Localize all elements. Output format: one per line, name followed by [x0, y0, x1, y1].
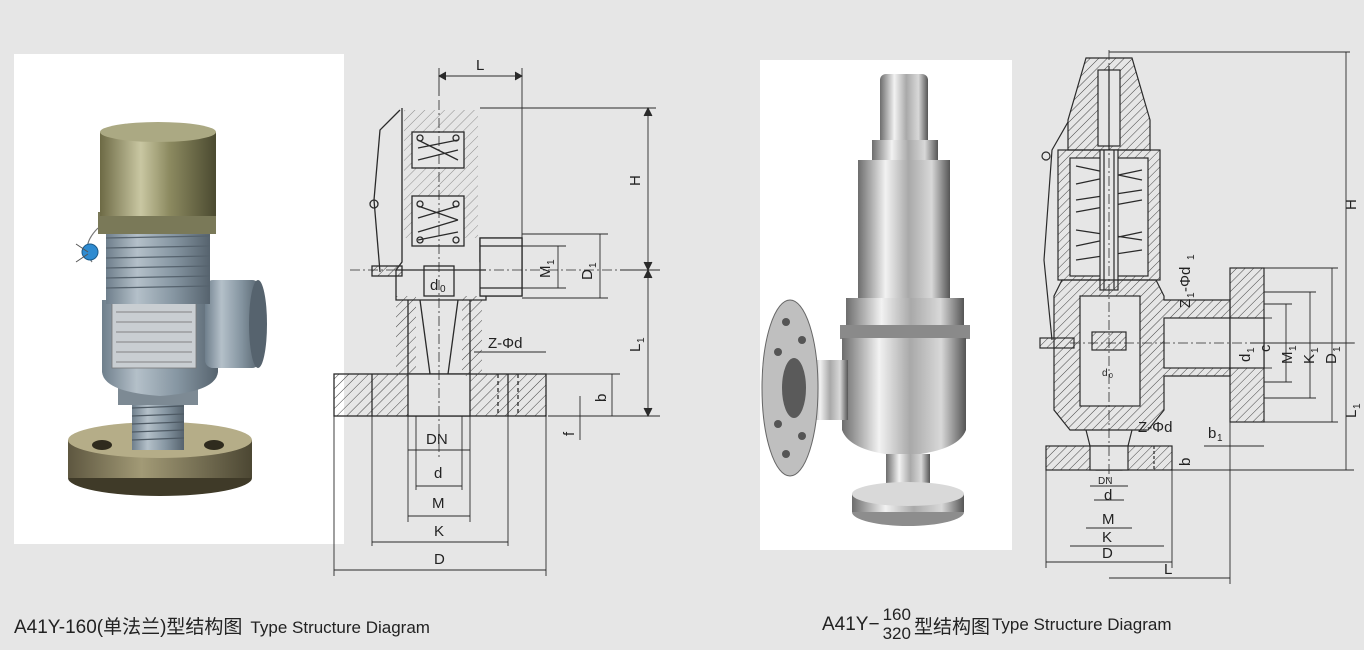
- dim-H: H: [627, 175, 644, 186]
- dimension-lines-left: [333, 68, 660, 576]
- dim-b: b: [593, 394, 610, 402]
- dim-d0: d: [430, 277, 438, 294]
- caption-model-left: A41Y-160(单法兰)型结构图: [14, 617, 243, 638]
- dim-D: D: [434, 551, 445, 568]
- dim-H-right: H: [1343, 199, 1360, 210]
- dim-D-right: D: [1102, 545, 1113, 562]
- svg-text:1: 1: [1217, 433, 1223, 444]
- svg-text:1: 1: [1310, 347, 1321, 353]
- section-drawing-left: [333, 100, 648, 460]
- dim-L: L: [476, 57, 484, 74]
- right-panel: H Z 1 -Φd 1 d 1 c M 1 K 1 D 1 L 1 d 0 Z-: [690, 0, 1364, 650]
- dim-K1-right: K: [1301, 354, 1318, 364]
- svg-text:0: 0: [440, 284, 446, 295]
- dim-d: d: [434, 465, 442, 482]
- svg-text:1: 1: [636, 337, 647, 343]
- dimension-lines-right: [1045, 51, 1354, 584]
- dim-d0-right: d: [1102, 368, 1108, 379]
- dim-M: M: [432, 495, 445, 512]
- dim-d-right: d: [1104, 487, 1112, 504]
- dim-DN-right: DN: [1098, 476, 1112, 487]
- dim-z1-phi-d1: Z: [1177, 299, 1194, 308]
- svg-text:1: 1: [1186, 292, 1197, 298]
- dim-c-right: c: [1257, 344, 1274, 352]
- svg-text:1: 1: [588, 262, 599, 268]
- svg-text:1: 1: [546, 259, 557, 265]
- caption-en-right: Type Structure Diagram: [991, 615, 1172, 634]
- dim-K: K: [434, 523, 444, 540]
- dim-K-right: K: [1102, 529, 1112, 546]
- svg-text:1: 1: [1288, 345, 1299, 351]
- caption-left: A41Y-160(单法兰)型结构图 Type Structure Diagram: [14, 612, 430, 639]
- dim-L-right: L: [1164, 561, 1172, 578]
- svg-text:0: 0: [1109, 373, 1113, 380]
- svg-text:1: 1: [1352, 403, 1363, 409]
- dim-b-right: b: [1177, 458, 1194, 466]
- dim-f: f: [561, 431, 578, 436]
- svg-text:1: 1: [1186, 254, 1197, 260]
- svg-text:1: 1: [1332, 346, 1343, 352]
- dim-D1-right: D: [1323, 353, 1340, 364]
- caption-prefix-right: A41Y−: [822, 614, 880, 635]
- dim-z-phi-d: Z-Φd: [488, 335, 522, 352]
- section-drawing-right: [1039, 50, 1358, 480]
- svg-text:-Φd: -Φd: [1177, 267, 1194, 292]
- right-figure: H Z 1 -Φd 1 d 1 c M 1 K 1 D 1 L 1 d 0 Z-: [760, 50, 1363, 584]
- dim-L1: L: [627, 344, 644, 352]
- dim-d1-right: d: [1237, 354, 1254, 362]
- dim-DN: DN: [426, 431, 448, 448]
- left-panel: L H M 1 D 1 d 0 L 1 Z-Φd b f DN d M K D …: [14, 54, 660, 639]
- valve-photo-left: [68, 122, 267, 496]
- left-figure: L H M 1 D 1 d 0 L 1 Z-Φd b f DN d M K D: [14, 54, 660, 576]
- dim-M-right: M: [1102, 511, 1115, 528]
- dim-z-phi-d-right: Z-Φd: [1138, 419, 1172, 436]
- dim-M1-right: M: [1279, 352, 1296, 365]
- svg-text:1: 1: [1246, 347, 1257, 353]
- valve-photo-right: [761, 74, 970, 526]
- dim-M1: M: [537, 266, 554, 279]
- caption-fraction: 160 320: [882, 605, 911, 643]
- caption-suffix-right: 型结构图: [913, 616, 990, 638]
- dim-b1-right: b: [1208, 425, 1216, 442]
- caption-en-left: Type Structure Diagram: [250, 618, 430, 637]
- dim-D1: D: [579, 269, 596, 280]
- dim-L1-right: L: [1343, 410, 1360, 418]
